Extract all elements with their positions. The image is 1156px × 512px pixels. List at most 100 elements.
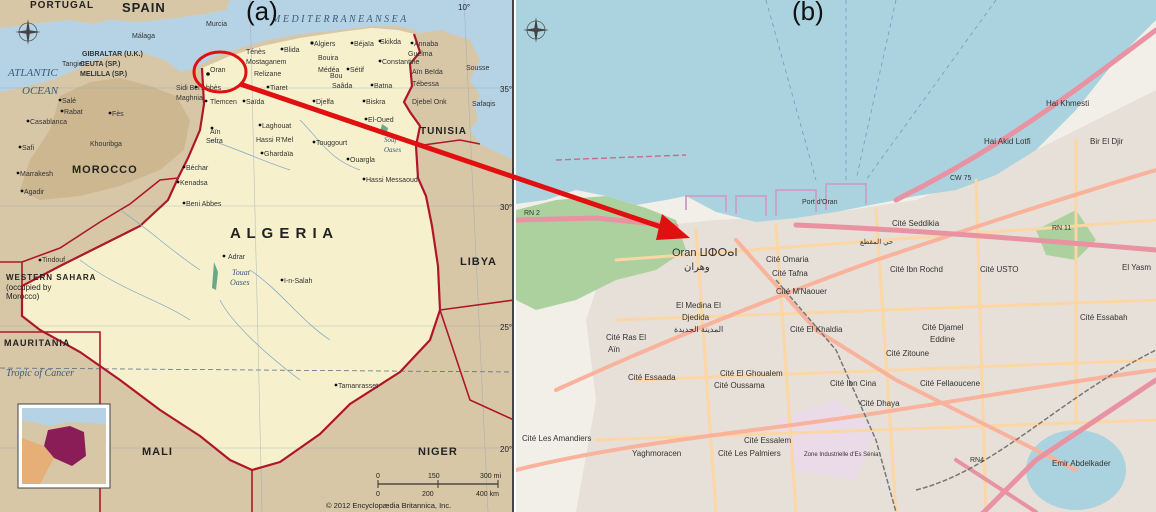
label-melilla: MELILLA (SP.) — [80, 71, 127, 78]
label-guelma: Guelma — [408, 51, 433, 58]
label-sousse: Sousse — [466, 65, 489, 72]
label-cite-zitoune: Cité Zitoune — [886, 349, 930, 358]
label-annaba: Annaba — [414, 41, 438, 48]
label-cw75: CW 75 — [950, 175, 972, 182]
label-el-yasmine: El Yasm — [1122, 263, 1151, 272]
label-cite-tafna: Cité Tafna — [772, 269, 808, 278]
label-djebel-onk: Djebel Onk — [412, 99, 447, 106]
label-ain-beida: Aïn Beïda — [412, 69, 443, 76]
panel-b-oran-street-map: Hai Khmesti Hai Akid Lotfi Bir El Djir C… — [516, 0, 1156, 512]
label-biskra: Biskra — [366, 99, 386, 106]
panel-b-label: (b) — [792, 0, 824, 26]
label-bou-saada-2: Saâda — [332, 83, 352, 90]
label-cite-fellaoucene: Cité Fellaoucene — [920, 379, 981, 388]
label-zone-industrielle: Zone Industrielle d'Es Sénia — [804, 452, 879, 458]
label-fes: Fès — [112, 111, 124, 118]
label-el-medina-2: Djedida — [682, 313, 710, 322]
label-beni-abbes: Beni Abbes — [186, 201, 222, 208]
label-tangier: Tangier — [62, 61, 86, 68]
oran-highlight-circle — [192, 50, 248, 94]
lon-tick-10: 10° — [458, 3, 470, 12]
label-gibraltar: GIBRALTAR (U.K.) — [82, 51, 143, 58]
compass-rose-icon — [15, 19, 41, 45]
label-saida: Saïda — [246, 99, 264, 106]
scale-mi-300: 300 mi — [480, 473, 501, 480]
scale-km-400: 400 km — [476, 491, 499, 498]
label-touggourt: Touggourt — [316, 140, 347, 147]
compass-rose-icon-b — [523, 17, 549, 43]
label-laghouat: Laghouat — [262, 123, 291, 130]
scale-mi-150: 150 — [428, 473, 440, 480]
label-hai-el-mechaa-arabic: حي المقطع — [860, 238, 893, 246]
scale-km-0: 0 — [376, 491, 380, 498]
lat-tick-35: 35° — [500, 85, 512, 94]
oran-map-svg: Hai Khmesti Hai Akid Lotfi Bir El Djir C… — [516, 0, 1156, 512]
label-khouribga: Khouribga — [90, 141, 122, 148]
label-bouira: Bouira — [318, 55, 338, 62]
tropic-of-cancer-line — [0, 367, 512, 373]
label-libya: LIBYA — [460, 256, 497, 268]
label-sale: Salé — [62, 98, 76, 105]
label-malaga: Málaga — [132, 33, 155, 40]
label-cite-mnaouer: Cité M'Naouer — [776, 287, 827, 296]
label-rn11: RN 11 — [1052, 225, 1071, 232]
label-cite-el-ghoualem: Cité El Ghoualem — [720, 369, 783, 378]
scale-mi-0: 0 — [376, 473, 380, 480]
label-hai-akid-lotfi: Hai Akid Lotfi — [984, 137, 1031, 146]
label-western-sahara-note-2: Morocco) — [6, 292, 40, 301]
label-spain: SPAIN — [122, 0, 166, 15]
label-marrakesh: Marrakesh — [20, 171, 53, 178]
label-ain-sefra-1: Aïn — [210, 129, 221, 136]
label-agadir: Agadir — [24, 189, 45, 196]
label-maghnia: Maghnia — [176, 95, 203, 102]
panel-a-algeria-map: PORTUGAL SPAIN A L G E R I A TUNISIA LIB… — [0, 0, 514, 512]
panel-a-label: (a) — [246, 0, 278, 26]
label-oran: Oran — [210, 67, 226, 74]
label-oran-arabic: وهران — [684, 262, 710, 273]
label-ouargla: Ouargla — [350, 157, 375, 164]
label-constantine: Constantine — [382, 59, 419, 66]
label-hai-khmesti: Hai Khmesti — [1046, 99, 1089, 108]
label-blida: Blida — [284, 47, 300, 54]
label-rabat: Rabat — [64, 109, 83, 116]
label-ain-sefra-2: Sefra — [206, 138, 223, 145]
label-atlantic: ATLANTIC — [7, 67, 58, 79]
railway-east — [915, 349, 1156, 491]
label-cite-oussama: Cité Oussama — [714, 381, 765, 390]
label-ceuta: CEUTA (SP.) — [80, 61, 120, 68]
label-cite-omaria: Cité Omaria — [766, 255, 809, 264]
label-portugal: PORTUGAL — [30, 0, 94, 11]
label-murcia: Murcia — [206, 21, 227, 28]
label-rn4: RN4 — [970, 457, 984, 464]
shipping-lanes — [765, 0, 997, 181]
label-mali: MALI — [142, 446, 173, 458]
mediterranean-sea — [98, 0, 512, 70]
label-cite-ibn-rochd: Cité Ibn Rochd — [890, 265, 943, 274]
lat-tick-25: 25° — [500, 323, 512, 332]
label-western-sahara: WESTERN SAHARA — [6, 273, 96, 282]
label-tiaret: Tiaret — [270, 85, 288, 92]
label-cite-usto: Cité USTO — [980, 265, 1019, 274]
label-souf-1: Souf — [384, 136, 398, 144]
label-touat-2: Oases — [230, 278, 250, 287]
label-in-salah: I-n-Salah — [284, 278, 313, 285]
label-mostaganem: Mostaganem — [246, 59, 287, 66]
forest-patch-east — [1036, 210, 1096, 260]
label-cite-les-amandiers: Cité Les Amandiers — [522, 434, 591, 443]
label-rn2: RN 2 — [524, 210, 540, 217]
label-mediterranean: M E D I T E R R A N E A N S E A — [271, 14, 407, 25]
label-tebessa: Tébessa — [412, 81, 439, 88]
label-el-medina-1: El Medina El — [676, 301, 721, 310]
label-tropic-of-cancer: Tropic of Cancer — [6, 368, 74, 379]
label-cite-seddikia: Cité Seddikia — [892, 219, 940, 228]
label-cite-dhaya: Cité Dhaya — [860, 399, 900, 408]
label-ocean: OCEAN — [22, 85, 59, 97]
label-emir-abdelkader: Emir Abdelkader — [1052, 459, 1111, 468]
label-sidi-bel-abbes: Sidi Bel Abbès — [176, 85, 222, 92]
label-tlemcen: Tlemcen — [210, 99, 237, 106]
label-touat-1: Touat — [232, 268, 251, 277]
lat-tick-20: 20° — [500, 445, 512, 454]
label-western-sahara-note-1: (occupied by — [6, 283, 51, 292]
label-tenes: Ténès — [246, 49, 266, 56]
label-bou-saada-1: Bou — [330, 73, 343, 80]
